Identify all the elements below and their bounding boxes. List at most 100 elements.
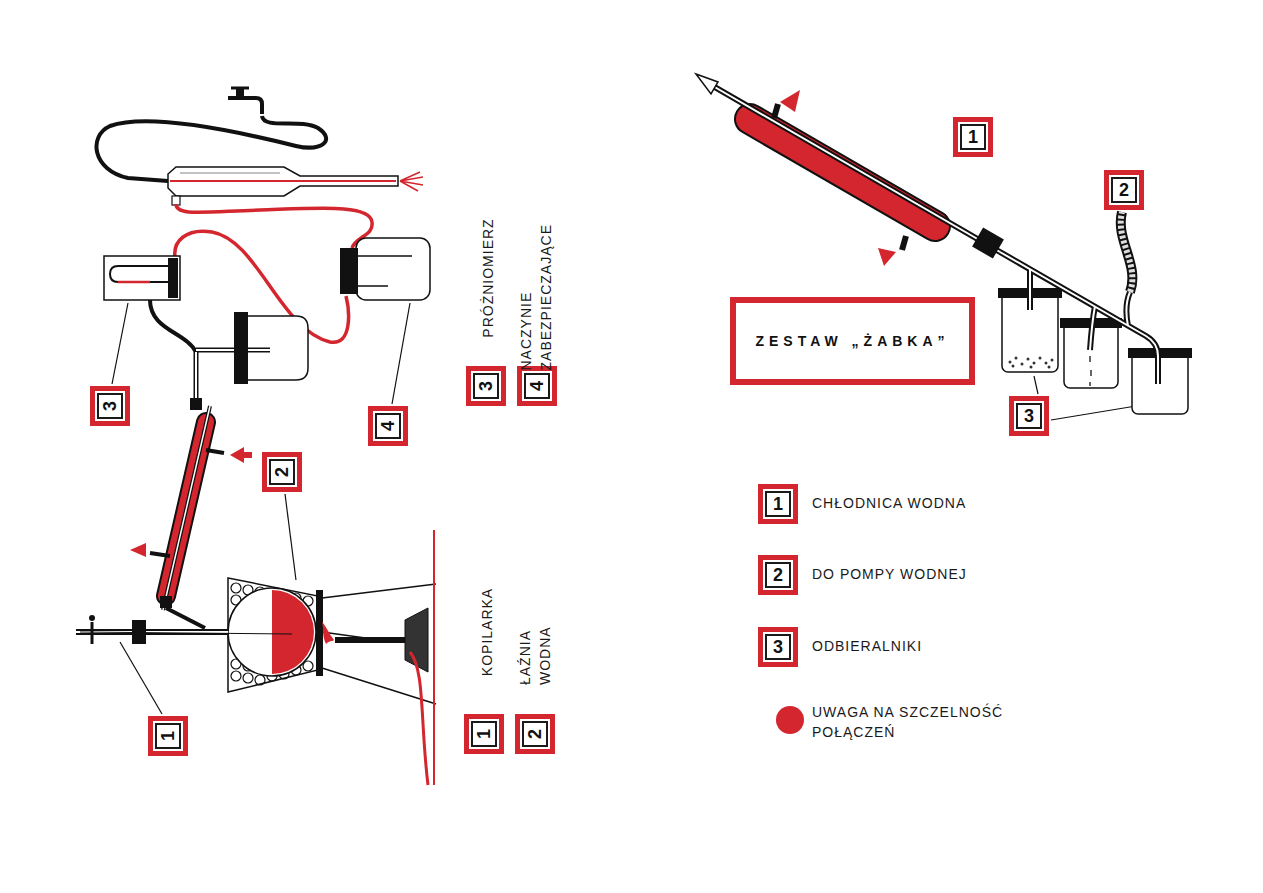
liebig-condenser <box>130 543 146 557</box>
receiver-jars <box>1009 357 1054 369</box>
callout-text: 2 <box>773 566 783 584</box>
water-bath <box>316 590 323 676</box>
vacuum-gauge <box>104 256 196 352</box>
callout-number: 1 <box>758 484 798 524</box>
round-flask <box>132 620 146 644</box>
water-tap <box>228 98 262 114</box>
receiver-jars <box>1021 363 1024 366</box>
callout-number: 2 <box>758 555 798 595</box>
liebig-condenser <box>230 447 244 463</box>
callout-number: 2 <box>262 452 302 492</box>
water-aspirator <box>168 167 398 196</box>
water-condenser <box>878 248 896 266</box>
water-condenser <box>696 74 1004 266</box>
receiver-flask <box>234 312 248 384</box>
callout-text: 1 <box>159 731 177 741</box>
water-tap <box>228 88 262 114</box>
part-label: CHŁODNICA WODNA <box>812 493 966 513</box>
receiver-jars <box>1045 362 1048 365</box>
leader-lines <box>112 303 1136 714</box>
liebig-condenser <box>130 406 252 628</box>
liebig-condenser <box>163 406 210 610</box>
receiver-flask <box>196 350 270 402</box>
callout-text: 1 <box>773 495 783 513</box>
water-aspirator <box>172 196 180 205</box>
glass-beads <box>243 673 253 683</box>
callout-text: 2 <box>273 467 291 477</box>
callout-text: 3 <box>773 638 783 656</box>
red-hose <box>176 204 372 248</box>
callout-text: 4 <box>528 381 546 391</box>
legend-label: PRÓŻNIOMIERZ <box>477 218 497 337</box>
callout-number: 2 <box>1104 170 1144 210</box>
water-condenser <box>750 119 935 226</box>
legend-label: ŁAŹNIA WODNA <box>515 605 555 685</box>
round-flask <box>76 588 316 676</box>
callout-text: 2 <box>526 729 544 739</box>
water-condenser <box>774 104 778 118</box>
water-aspirator <box>168 167 423 205</box>
leader-lines <box>112 303 128 384</box>
callout-number: 2 <box>515 714 555 754</box>
adapter-tube <box>1000 212 1158 384</box>
vacuum-gauge <box>104 256 180 300</box>
vacuum-gauge <box>168 258 178 298</box>
water-tap <box>231 87 249 90</box>
safety-vessel <box>340 238 430 300</box>
receiver-jars <box>1027 358 1030 361</box>
tripod-and-burner <box>322 530 436 785</box>
adapter-tube <box>1121 212 1133 292</box>
callout-text: 1 <box>968 128 978 146</box>
water-condenser <box>696 74 718 94</box>
tripod-and-burner <box>335 637 405 643</box>
legend-dot <box>776 706 804 734</box>
receiver-jars <box>1009 361 1012 364</box>
callout-number: 1 <box>464 714 504 754</box>
callout-number: 3 <box>758 627 798 667</box>
round-flask <box>80 632 292 634</box>
receiver-flask <box>190 312 308 410</box>
round-flask <box>91 622 94 644</box>
water-bath <box>228 578 318 692</box>
receiver-jars <box>1039 357 1042 360</box>
safety-vessel <box>340 248 358 294</box>
liebig-condenser <box>150 553 170 556</box>
callout-text: 4 <box>379 421 397 431</box>
receiver-jars <box>1015 357 1018 360</box>
title-box: ZESTAW „ŻABKA” <box>730 297 975 385</box>
receiver-flask <box>190 398 202 410</box>
receiver-jars <box>1012 365 1015 368</box>
round-flask <box>272 590 314 674</box>
leader-lines <box>1034 376 1038 394</box>
water-condenser <box>780 90 800 112</box>
liebig-condenser <box>166 608 205 628</box>
legend-label: NACZYNIE ZABEZPIECZAJĄCE <box>515 196 555 371</box>
callout-text: 1 <box>475 729 493 739</box>
vacuum-gauge <box>118 281 150 284</box>
water-condenser <box>902 236 906 250</box>
receiver-jars <box>1048 366 1051 369</box>
vacuum-gauge <box>150 300 196 352</box>
glass-beads <box>231 583 241 593</box>
receiver-jars <box>1051 359 1054 362</box>
leader-lines <box>285 494 296 580</box>
water-aspirator <box>400 172 423 191</box>
safety-vessel <box>358 256 412 286</box>
receiver-flask <box>196 350 270 402</box>
water-condenser <box>750 119 935 226</box>
callout-number: 3 <box>466 366 506 406</box>
tripod-and-burner <box>322 622 334 644</box>
callout-number: 3 <box>1009 396 1049 436</box>
round-flask <box>89 615 95 621</box>
round-flask <box>228 588 316 676</box>
receiver-jars <box>1090 356 1091 386</box>
leader-lines <box>1051 406 1136 420</box>
glass-beads <box>231 671 241 681</box>
water-condenser <box>706 82 1000 252</box>
callout-number: 4 <box>517 366 557 406</box>
callout-number: 1 <box>148 716 188 756</box>
water-condenser <box>706 82 1000 252</box>
receiver-jars <box>1030 366 1033 369</box>
callout-text: 2 <box>1119 181 1129 199</box>
